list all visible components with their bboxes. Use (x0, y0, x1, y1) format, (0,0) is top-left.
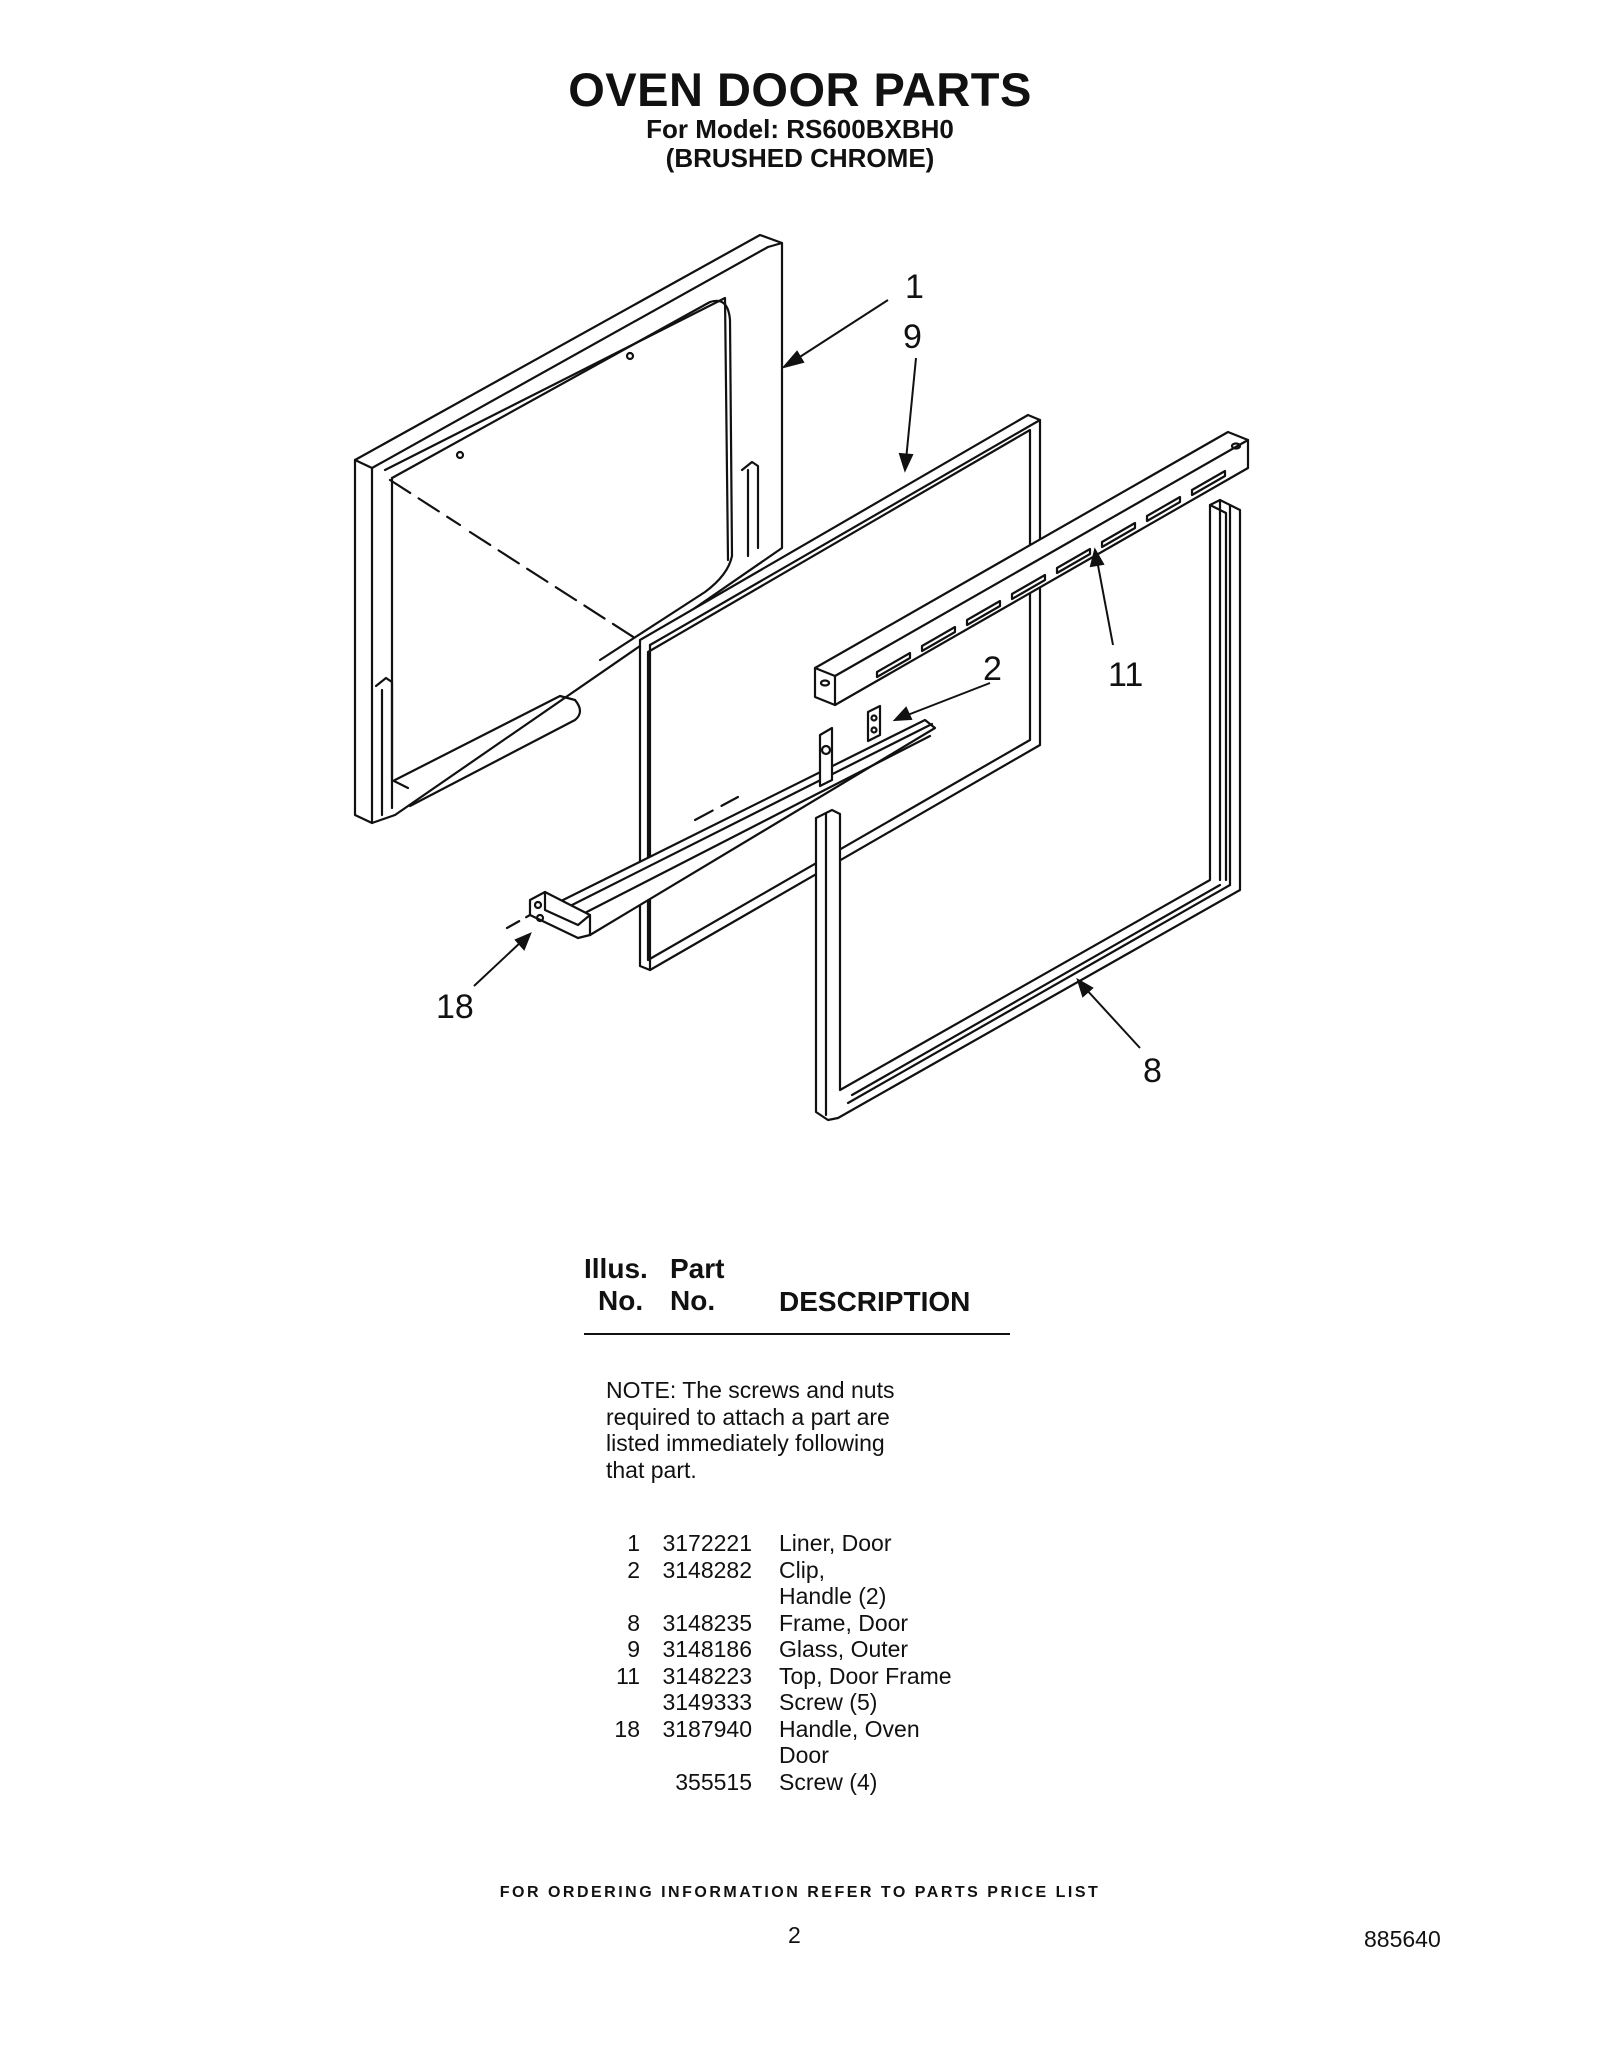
model-label: For Model: RS600BXBH0 (646, 114, 954, 144)
document-number: 885640 (1364, 1926, 1441, 1952)
callout-8: 8 (1143, 1052, 1162, 1090)
handle-clip-part (866, 704, 882, 743)
header-description: DESCRIPTION (779, 1286, 971, 1317)
page-title: OVEN DOOR PARTS (568, 63, 1032, 116)
page-number: 2 (788, 1922, 801, 1948)
header-part-no: Part No. (670, 1253, 725, 1316)
ordering-footer: FOR ORDERING INFORMATION REFER TO PARTS … (499, 1884, 1101, 1901)
table-row: Door (779, 1742, 829, 1768)
note-block: NOTE: The screws and nuts required to at… (606, 1377, 895, 1483)
leader-lines (473, 299, 1141, 1049)
callout-18: 18 (436, 988, 474, 1026)
header-rule (584, 1333, 1010, 1335)
callout-2: 2 (983, 650, 1002, 688)
header-illus: Illus. No. (584, 1253, 648, 1316)
table-row: Handle (2) (779, 1583, 887, 1609)
callout-1: 1 (905, 268, 924, 306)
door-frame-part (814, 498, 1242, 1122)
door-frame-top-part (813, 430, 1250, 707)
finish-label: (BRUSHED CHROME) (665, 143, 935, 173)
callout-11: 11 (1108, 656, 1143, 694)
exploded-parts-diagram: 1 9 2 11 18 8 (353, 233, 1250, 1122)
callout-9: 9 (903, 318, 922, 356)
door-liner-part (353, 233, 784, 825)
oven-door-handle-part (505, 718, 937, 940)
